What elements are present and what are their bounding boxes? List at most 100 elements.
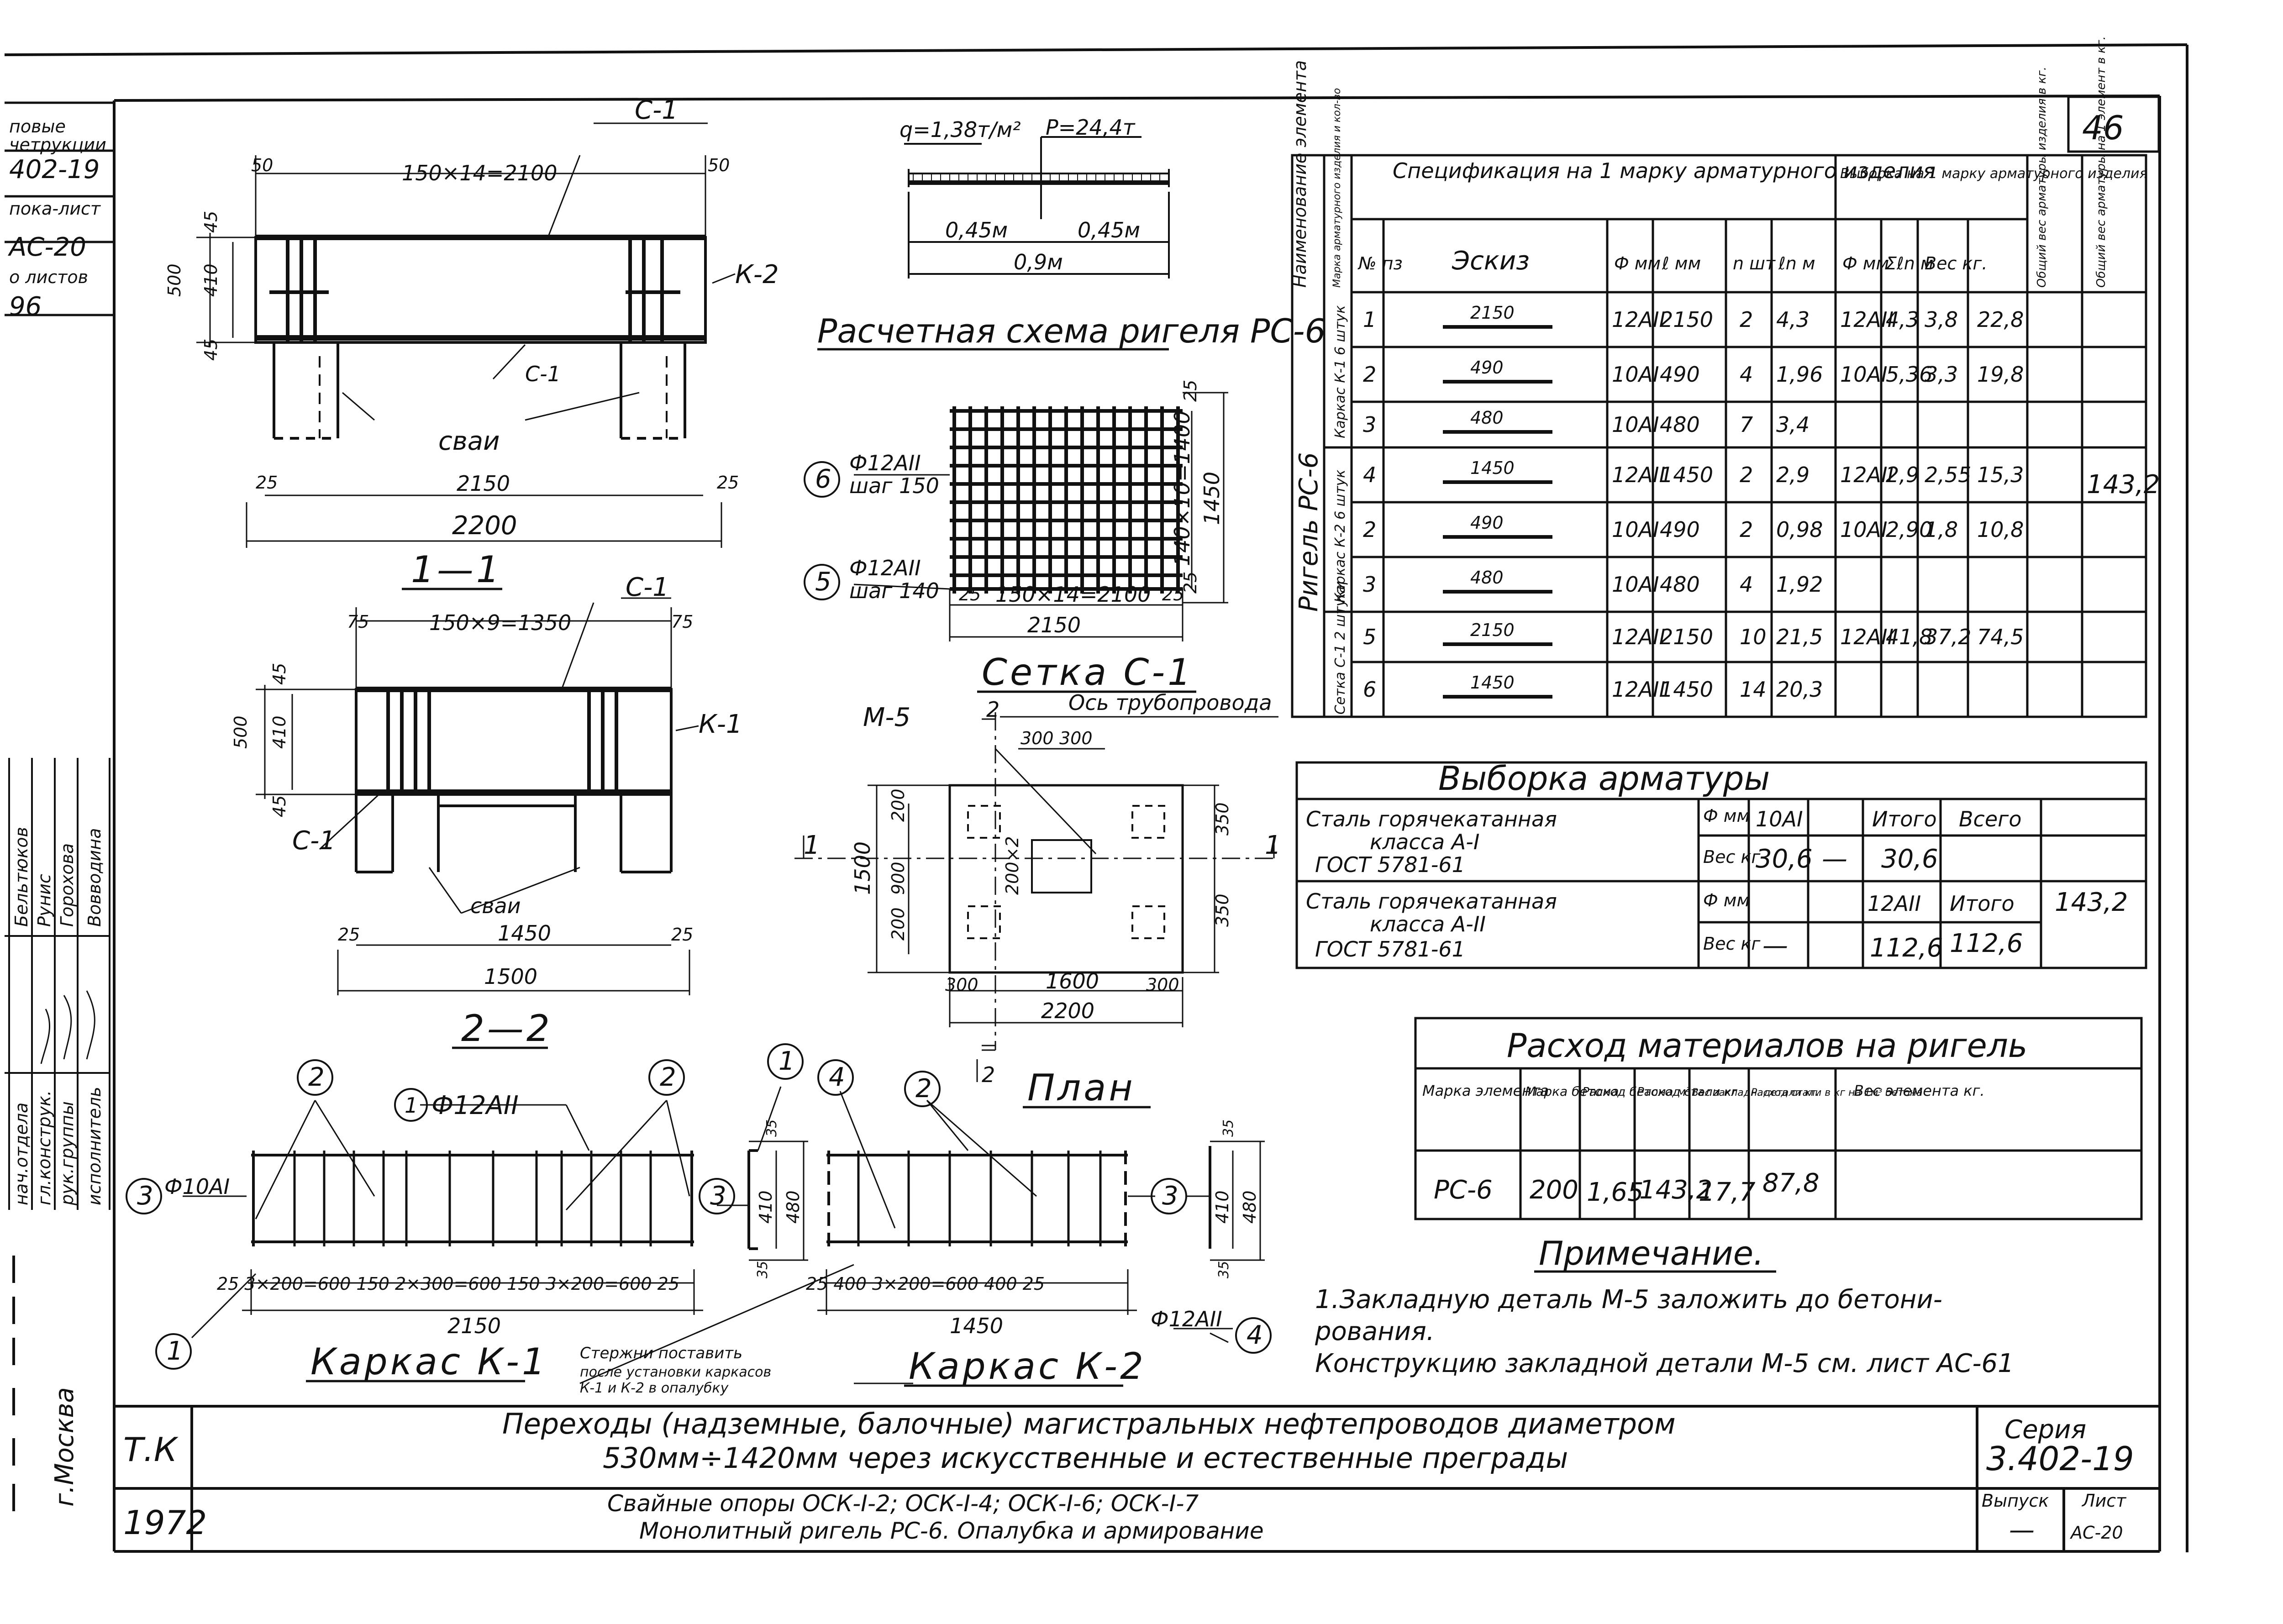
k2-callout-3: 3 [1151, 1178, 1187, 1214]
spec-cell-cnt: 2 [1740, 462, 1753, 487]
spec-cell-sketch: 1450 [1470, 458, 1515, 478]
k2-callout-4: 4 [817, 1059, 854, 1096]
k2-callout-4b: 4 Ф12АII [1151, 1307, 1272, 1354]
callout-5: 5 Ф12АII шаг 140 [804, 556, 939, 603]
svg-text:4: 4 [829, 1062, 845, 1092]
materials-h-mark: Марка элемента [1422, 1082, 1549, 1099]
materials-h-concrete-use: Расход бетона м³ [1582, 1085, 1691, 1099]
plan-dim-300c: 300 [945, 975, 978, 995]
view-section-2-2: 150×9=1350 75 75 С-1 С-1 К-1 сваи 500 41… [231, 573, 742, 1050]
sheet-number-box: 46 [2067, 95, 2160, 153]
v22-dim-75-right: 75 [671, 612, 693, 632]
selection-v-dash2: — [1762, 931, 1788, 961]
calc-half-left: 0,45м [945, 218, 1008, 242]
name-2: Рунис [34, 874, 54, 927]
plan-dim-350a: 350 [1212, 802, 1232, 836]
selection-phi-1: Ф мм [1703, 806, 1750, 826]
stamp-line-1: повые [9, 116, 66, 137]
spec-col-total-element: Общий вес арматуры на 1 элемент в кг. [2094, 36, 2108, 288]
spec-sub-d: Ф мм [1614, 253, 1661, 273]
spec-cell-w: 3,3 [1925, 362, 1958, 387]
k1-callout-2b: 2 [648, 1059, 685, 1096]
spec-sub-l: ℓ мм [1662, 253, 1701, 273]
spec-cell-l: 490 [1660, 517, 1700, 542]
svg-text:2: 2 [308, 1062, 325, 1092]
k2-callout-2: 2 [904, 1071, 941, 1107]
selection-h-vsego: Всего [1959, 807, 2021, 831]
spec-cell-n: 2 [1363, 362, 1376, 387]
plan-dim-300d: 300 [1146, 975, 1179, 995]
spec-cell-cnt: 2 [1740, 307, 1753, 332]
plan-dim-200b: 200 [888, 907, 908, 941]
plan-mark-2-top: 2 [986, 697, 999, 722]
selection-v-1126b: 112,6 [1950, 929, 2023, 958]
plan-dim-350b: 350 [1212, 893, 1232, 927]
k2-dims: 25 400 3×200=600 400 25 [806, 1274, 1045, 1294]
v22-dim-45-bottom: 45 [269, 795, 289, 817]
v22-dim-410: 410 [269, 715, 289, 749]
materials-title: Расход материалов на ригель [1507, 1026, 2027, 1065]
selection-wt-2: Вес кг [1703, 934, 1761, 954]
spec-cell-tw: 19,8 [1977, 362, 2024, 387]
spec-cell-ln: 2,9 [1776, 462, 1810, 487]
k2-dim-1450: 1450 [950, 1314, 1003, 1338]
svg-text:2: 2 [660, 1062, 676, 1092]
k1-callout-1-bar: Ф12АII [431, 1091, 519, 1120]
k1-note-1: Стержни поставить [580, 1344, 742, 1362]
k1-note-2: после установки каркасов [580, 1364, 771, 1380]
title-sheet: АС-20 [2069, 1523, 2123, 1543]
spec-cell-l: 480 [1660, 412, 1700, 437]
k2-callout-4b-bar: Ф12АII [1151, 1307, 1222, 1331]
svg-text:1: 1 [779, 1046, 795, 1076]
selection-h-12a2: 12АII [1867, 891, 1921, 916]
plan-view: М-5 2 Ось трубопровода 300 300 300 300 2… [794, 690, 1281, 1109]
plan-dim-1600: 1600 [1046, 969, 1099, 993]
plan-dim-200x2: 200×2 [1002, 836, 1022, 895]
k2-side-dim-35-top: 35 [1220, 1119, 1236, 1137]
spec-col-mark: Марка арматурного изделия и кол-во [1331, 88, 1343, 288]
selection-steel1-line2: класса А-I [1370, 830, 1479, 854]
plan-dim-200a: 200 [888, 788, 908, 822]
k2-side-dim-35-bottom: 35 [1216, 1261, 1232, 1278]
spec-cell-cnt: 2 [1740, 517, 1753, 542]
stamp-line-5: АС-20 [8, 232, 86, 262]
spec-cell-l: 490 [1660, 362, 1700, 387]
spec-cell-n: 1 [1363, 307, 1376, 332]
spec-cell-sl: 2,90 [1886, 517, 1932, 542]
title-sheet-label: Лист [2081, 1491, 2127, 1511]
selection-v-306b: 30,6 [1881, 844, 1938, 874]
materials-table: Расход материалов на ригель Марка элемен… [1414, 1017, 2143, 1220]
spec-cell-tw: 10,8 [1977, 517, 2024, 542]
selection-title: Выборка арматуры [1438, 759, 1770, 798]
spec-cell-sketch: 490 [1470, 357, 1504, 378]
top-dim-410: 410 [201, 263, 221, 297]
callout-5-bar: Ф12АII [849, 556, 921, 580]
spec-cell-n: 6 [1363, 677, 1376, 702]
calc-p-label: P=24,4т [1046, 115, 1136, 140]
spec-cell-n: 3 [1363, 412, 1376, 437]
calc-scheme: q=1,38т/м² P=24,4т 0,45м 0,45м 0,9м Расч… [817, 115, 1326, 351]
materials-h-steel-per-m3: Расход стали в кг на 1м³ бетона [1751, 1087, 1923, 1098]
section-1-1-title: 1—1 [411, 548, 502, 591]
left-stamp: повые четрукции 402-19 пока-лист АС-20 о… [5, 101, 114, 321]
plan-dim-300b: 300 [1059, 728, 1093, 748]
svg-text:3: 3 [710, 1181, 726, 1211]
notes: Примечание. 1.Закладную деталь М-5 залож… [1315, 1234, 2014, 1378]
calc-span: 0,9м [1014, 250, 1063, 274]
v22-dim-1450: 1450 [498, 921, 551, 946]
side-callout-1: 1 [767, 1043, 804, 1080]
spec-cell-n: 5 [1363, 625, 1376, 649]
spec-cell-d: 12АII [1612, 307, 1665, 332]
spec-sub-sd: Ф мм [1842, 253, 1889, 273]
title-org: Т.К [123, 1430, 179, 1469]
k1-dim-2150: 2150 [447, 1314, 501, 1338]
stamp-line-6: о листов [9, 267, 88, 287]
spec-cell-sl: 5,36 [1886, 362, 1932, 387]
notes-line-3: Конструкцию закладной детали М-5 см. лис… [1315, 1349, 2014, 1378]
spec-cell-cnt: 14 [1740, 677, 1767, 702]
spec-group-c1: Сетка С-1 2 штуки [1332, 581, 1348, 715]
spec-header: Спецификация на 1 марку арматурного изде… [1393, 158, 1936, 183]
spec-cell-sd: 12АII [1840, 307, 1894, 332]
selection-phi-2: Ф мм [1703, 890, 1750, 910]
k1-callout-1: 1 Ф12АII [394, 1088, 519, 1122]
